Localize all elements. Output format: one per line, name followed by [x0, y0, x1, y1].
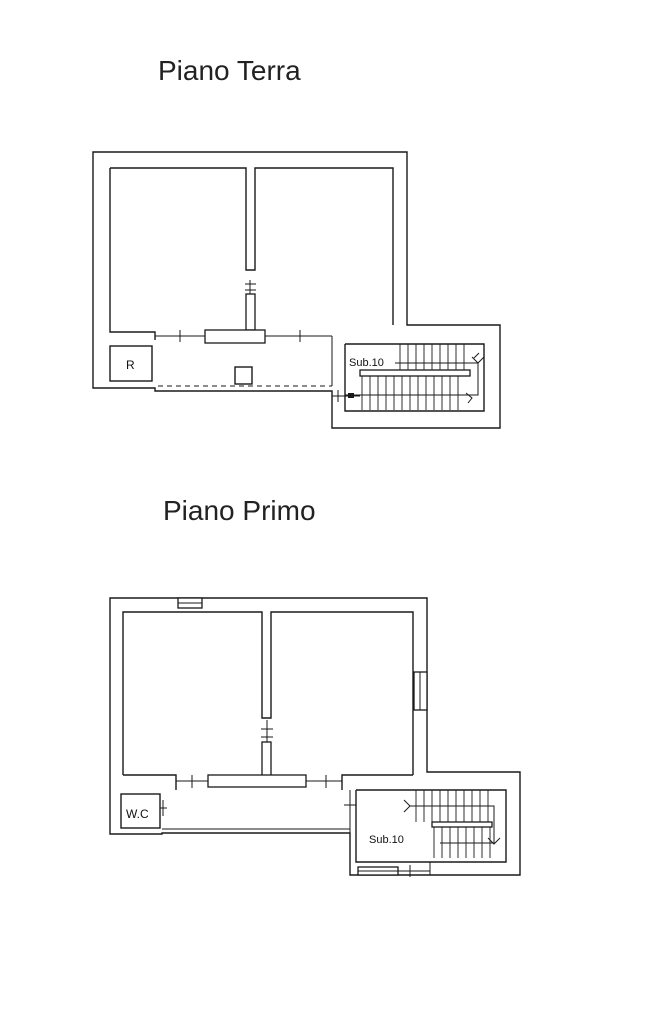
- ground-floor-title: Piano Terra: [158, 55, 301, 86]
- first-stair-label: Sub.10: [369, 834, 404, 846]
- ground-stair-arrow: [345, 362, 479, 396]
- ground-partition-beam: [204, 329, 266, 344]
- ground-stair-landing-wall: [359, 369, 471, 377]
- first-floor-title: Piano Primo: [163, 495, 316, 526]
- ground-outer-wall: [92, 151, 501, 429]
- ground-room-left: [110, 167, 394, 325]
- first-partition-beam: [207, 774, 307, 788]
- first-floor-plan: W.C: [109, 597, 521, 877]
- ground-stair-enclosure: [344, 343, 485, 412]
- first-room-outline: [122, 611, 414, 775]
- ground-inner-boundary: [109, 168, 156, 340]
- ground-stair-upper-flight: [399, 344, 465, 370]
- first-wc-room: [120, 793, 161, 829]
- ground-partition-stub: [245, 293, 256, 331]
- ground-pillar: [234, 366, 253, 385]
- first-partition-stub: [261, 741, 272, 778]
- first-wc-label: W.C: [126, 807, 149, 821]
- ground-room-r-label: R: [126, 358, 135, 372]
- ground-floor-plan: R: [92, 151, 501, 429]
- ground-stair-label: Sub.10: [349, 357, 384, 369]
- first-stair-landing-wall: [431, 821, 493, 828]
- ground-storage-room: [109, 345, 153, 382]
- ground-stair-lower-flight: [361, 376, 459, 410]
- first-stair-arrow: [410, 805, 495, 844]
